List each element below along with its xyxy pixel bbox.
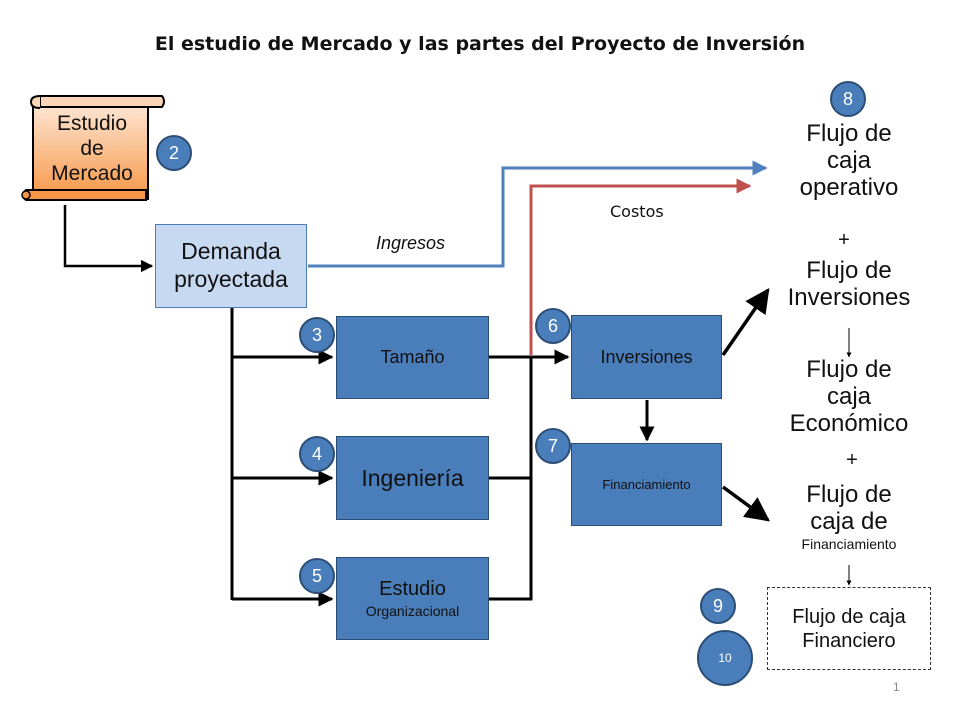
plus-sign-2: + (846, 449, 858, 471)
scroll-shape (21, 95, 165, 201)
ingenieria-node: Ingeniería (336, 436, 489, 520)
badge-10: 10 (697, 630, 753, 686)
badge-4: 4 (299, 436, 335, 472)
badge-3: 3 (299, 317, 335, 353)
flujo-caja-financiamiento: Flujo de caja de Financiamiento (801, 481, 897, 552)
badge-5: 5 (299, 558, 335, 594)
demanda-proyectada-node: Demanda proyectada (155, 224, 307, 308)
slide-number: 1 (893, 680, 900, 694)
costos-label: Costos (610, 202, 664, 221)
flujo-inversiones: Flujo de Inversiones (787, 257, 911, 311)
estudio-organizacional-node: Estudio Organizacional (336, 557, 489, 640)
inversiones-node: Inversiones (571, 315, 722, 399)
ingresos-label: Ingresos (376, 233, 446, 253)
flujo-caja-operativo: Flujo de caja operativo (799, 120, 899, 201)
badge-9: 9 (700, 588, 736, 624)
plus-sign-1: + (838, 229, 850, 251)
flujo-caja-financiero-node: Flujo de caja Financiero (767, 587, 931, 670)
badge-6: 6 (535, 308, 571, 344)
badge-2: 2 (156, 135, 192, 171)
financiamiento-node: Financiamiento (571, 443, 722, 526)
slide-title: El estudio de Mercado y las partes del P… (154, 33, 806, 55)
flujo-caja-economico: Flujo de caja Económico (789, 356, 909, 437)
tamano-node: Tamaño (336, 316, 489, 399)
badge-7: 7 (535, 428, 571, 464)
estudio-mercado-node: Estudio de Mercado (51, 112, 133, 186)
badge-8: 8 (830, 81, 866, 117)
